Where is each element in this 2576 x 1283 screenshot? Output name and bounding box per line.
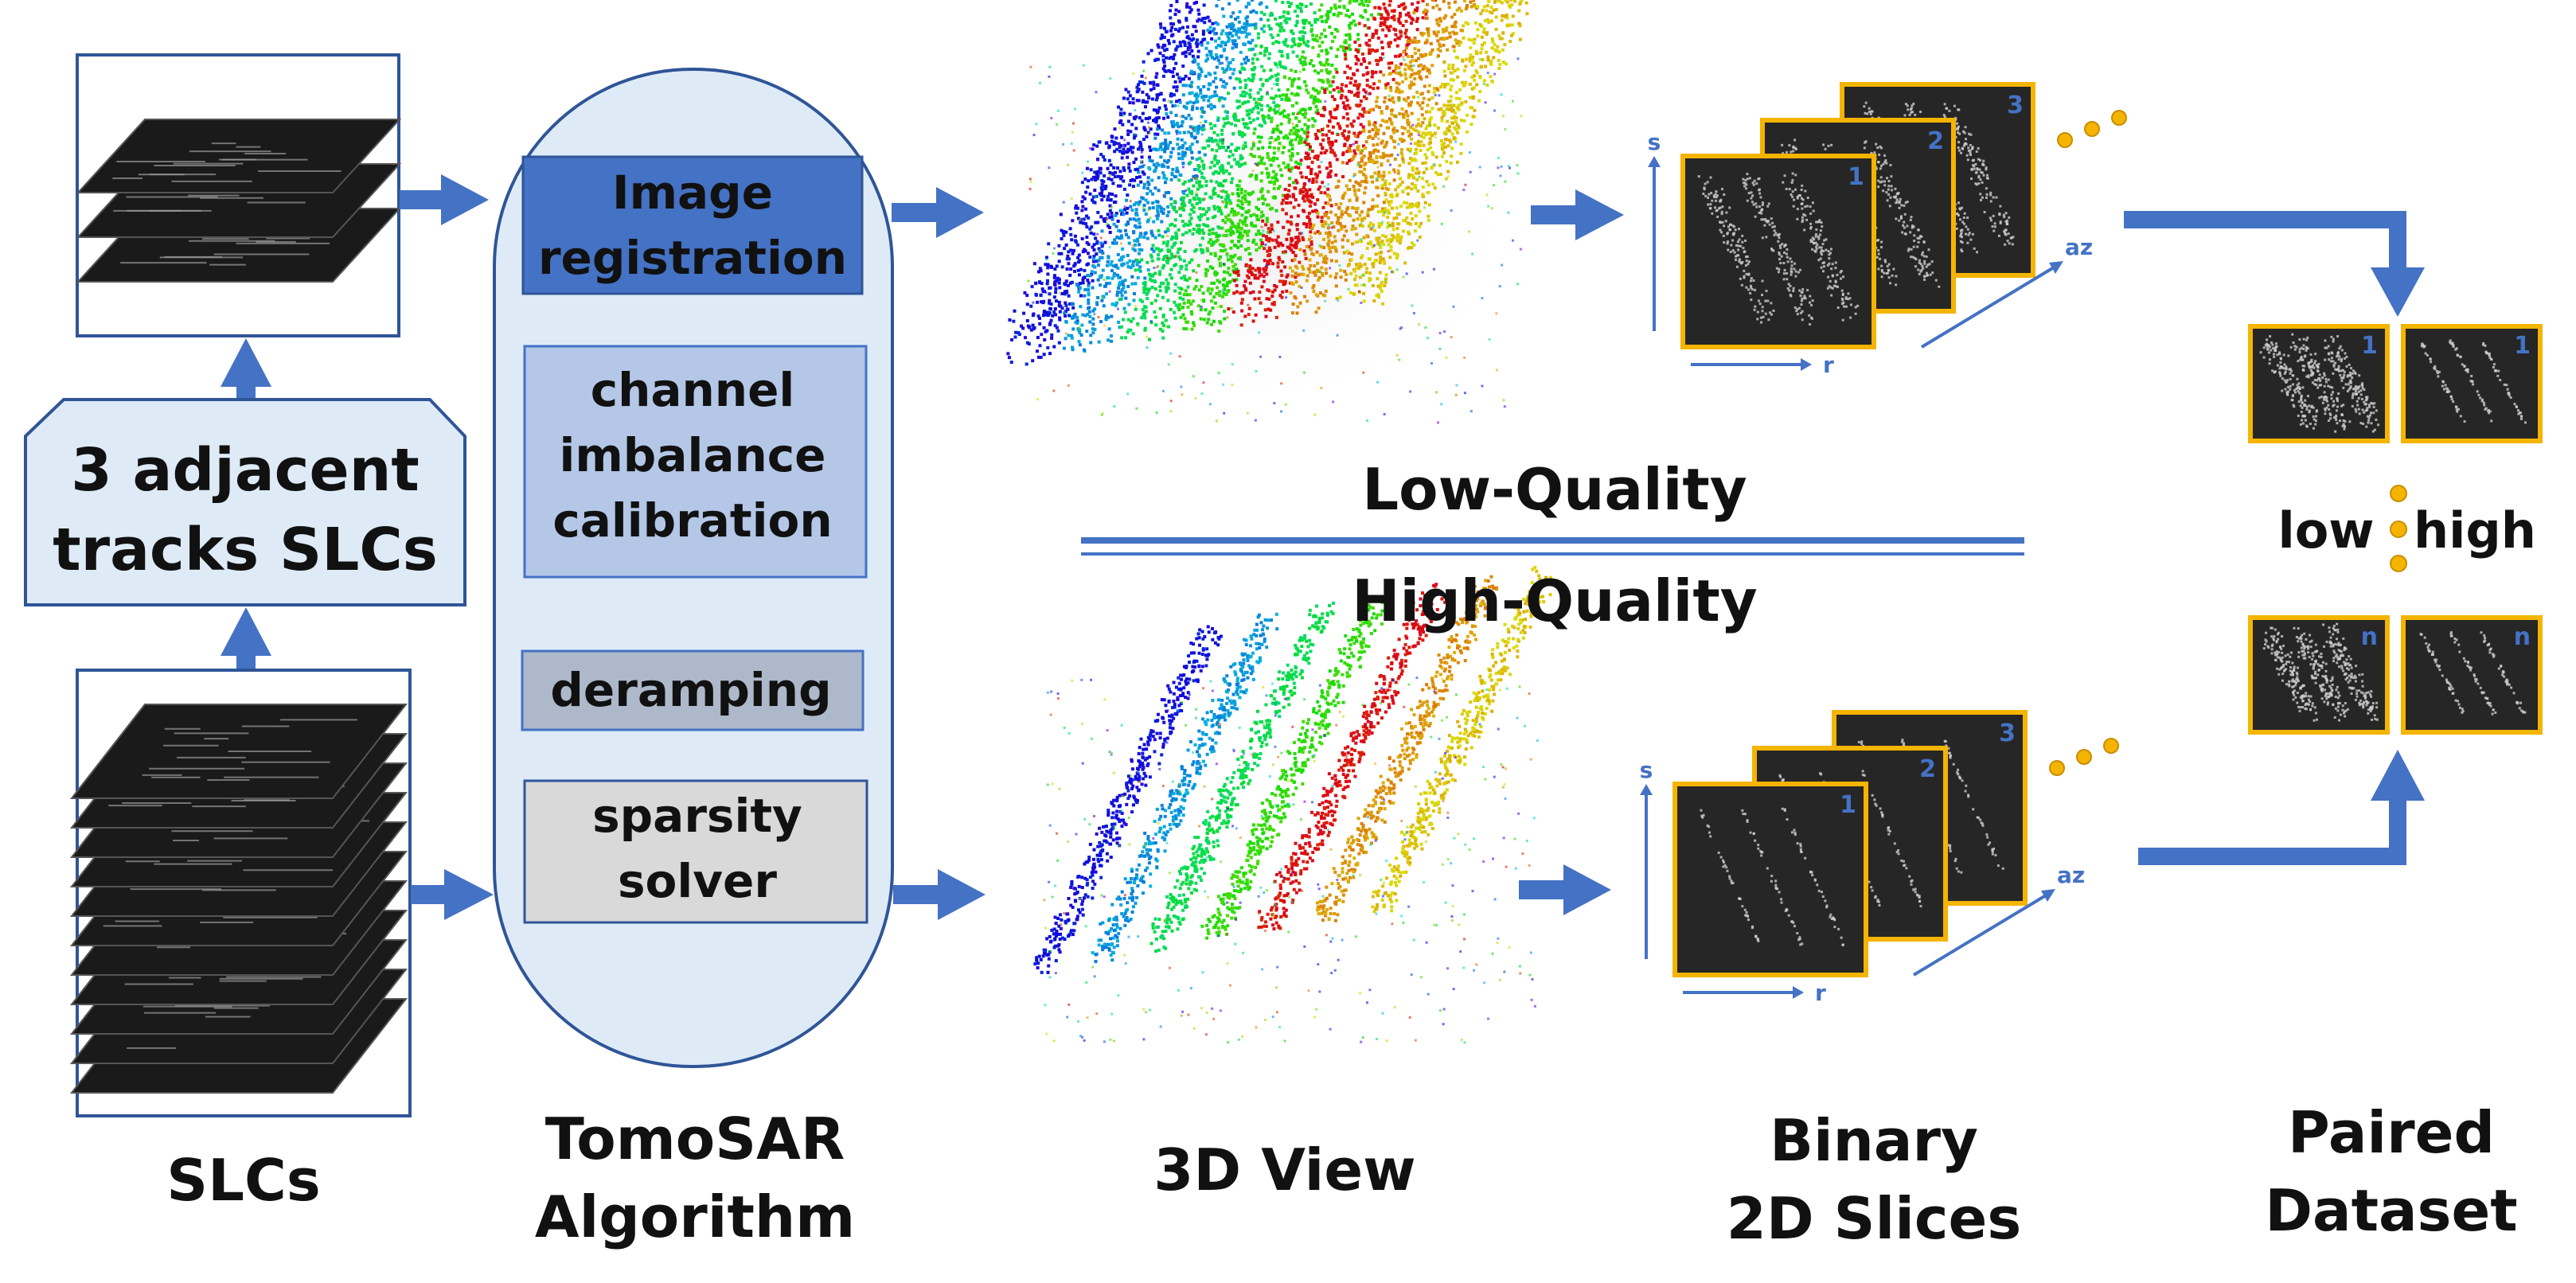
algorithm-label-line1: TomoSAR [545, 1106, 845, 1172]
slice-number: 1 [1840, 791, 1856, 819]
step-deramping-label: deramping [550, 663, 831, 717]
connector-arrow-down-icon [2124, 211, 2425, 317]
step-image-registration [521, 155, 864, 295]
slcs-label: SLCs [166, 1147, 320, 1214]
step-solver-line2: solver [618, 854, 777, 908]
paired-high-label: high [2414, 501, 2536, 560]
step-solver-line1: sparsity [592, 789, 802, 843]
slices-label-line1: Binary [1770, 1107, 1978, 1174]
slc-stack-icon [69, 704, 408, 1094]
high-quality-slices: 3 2 1 s r az [1640, 710, 2119, 1006]
arrow-right-icon [411, 869, 494, 920]
pair-index: n [2514, 623, 2531, 651]
axis-s-label: s [1640, 757, 1653, 783]
adjacent-box-line1: 3 adjacent [71, 436, 420, 505]
arrow-right-icon [1531, 189, 1624, 240]
paired-dataset: 1 1 n n [2248, 324, 2543, 735]
algorithm-label-line2: Algorithm [535, 1184, 855, 1250]
low-quality-label: Low-Quality [1362, 456, 1747, 523]
step-registration-line2: registration [538, 231, 847, 285]
arrow-right-icon [892, 187, 984, 238]
step-deramping [521, 649, 865, 731]
slice-number: 2 [1927, 127, 1944, 155]
arrow-up-icon [221, 607, 271, 670]
view3d-label: 3D View [1153, 1137, 1415, 1203]
pair-index: n [2361, 623, 2378, 651]
arrow-right-icon [400, 174, 489, 225]
paired-label-line2: Dataset [2265, 1177, 2517, 1244]
axis-s-label: s [1648, 129, 1661, 155]
adjacent-tracks-box [24, 398, 466, 606]
pair-index: 1 [2361, 332, 2378, 360]
axis-az-label: az [2057, 862, 2085, 888]
paired-low-label: low [2277, 501, 2374, 560]
paired-label-line1: Paired [2288, 1099, 2495, 1166]
low-quality-slices: 3 2 1 s r az [1648, 82, 2127, 378]
axis-az-label: az [2065, 234, 2093, 260]
arrow-up-icon [221, 338, 271, 401]
point-cloud-icon [1033, 566, 1559, 1044]
adjacent-box-line2: tracks SLCs [53, 516, 438, 584]
axis-r-label: r [1815, 980, 1826, 1006]
slice-number: 3 [1999, 719, 2016, 747]
slice-number: 3 [2007, 92, 2024, 119]
slice-number: 1 [1848, 163, 1864, 191]
step-imbalance-line1: channel [591, 363, 795, 417]
pair-index: 1 [2514, 332, 2531, 360]
slices-label-line2: 2D Slices [1727, 1185, 2022, 1252]
step-channel-imbalance-calibration [523, 345, 868, 579]
step-imbalance-line2: imbalance [559, 428, 825, 482]
step-sparsity-solver [523, 779, 868, 924]
arrow-right-icon [1519, 864, 1611, 915]
ellipsis-dots-icon [2390, 485, 2407, 572]
point-cloud-icon [1006, 0, 1529, 424]
axis-r-label: r [1823, 352, 1834, 378]
high-quality-label: High-Quality [1352, 567, 1757, 634]
step-imbalance-line3: calibration [552, 493, 832, 548]
adjacent-slc-stack-icon [76, 119, 402, 283]
step-registration-line1: Image [612, 166, 773, 220]
arrow-right-icon [893, 869, 986, 920]
connector-arrow-up-icon [2138, 750, 2425, 865]
slice-number: 2 [1919, 755, 1936, 783]
